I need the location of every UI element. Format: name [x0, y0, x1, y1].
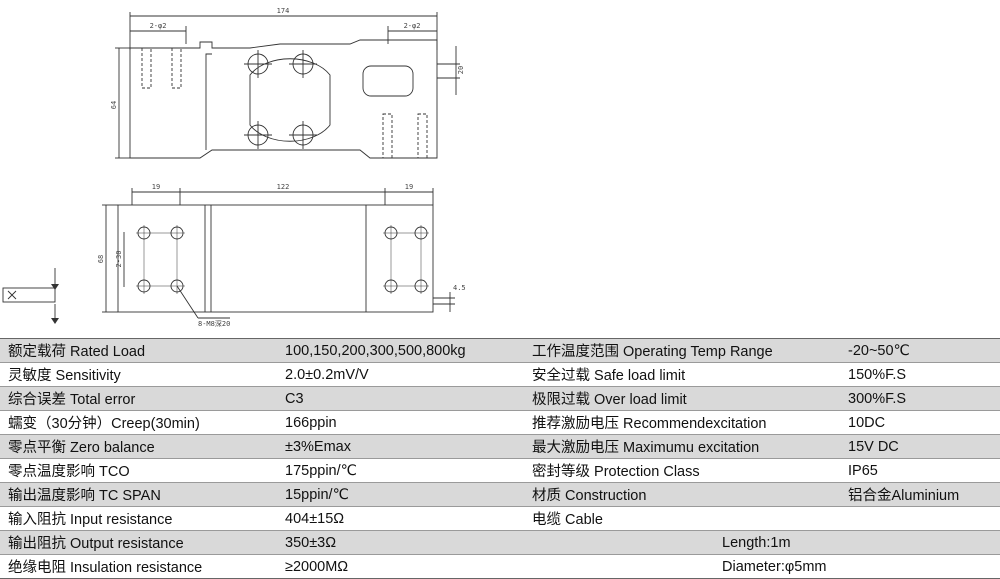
spec-label-left: 输入阻抗 Input resistance — [0, 506, 277, 531]
dim-cable-offset: 20 — [457, 66, 465, 74]
spec-label-right: 工作温度范围 Operating Temp Range — [524, 338, 840, 363]
spec-value-left: C3 — [277, 386, 524, 411]
spec-value-right: 15V DC — [840, 434, 1000, 459]
dim-left-width: 19 — [152, 183, 160, 191]
spec-label-left: 额定载荷 Rated Load — [0, 338, 277, 363]
dim-right-width: 19 — [405, 183, 413, 191]
spec-value-right: Length:1m — [524, 530, 1000, 555]
dim-hole-pitch-right: 2-φ2 — [404, 22, 421, 30]
spec-label-left: 零点平衡 Zero balance — [0, 434, 277, 459]
spec-value-left: 15ppin/℃ — [277, 482, 524, 507]
dim-hole-spacing: 2-30 — [115, 251, 123, 268]
spec-value-left: 404±15Ω — [277, 506, 524, 531]
dim-hole-pitch-left: 2-φ2 — [150, 22, 167, 30]
spec-value-right: 150%F.S — [840, 362, 1000, 387]
spec-label-left: 输出阻抗 Output resistance — [0, 530, 277, 555]
dim-height: 64 — [110, 101, 118, 109]
dim-thread-callout: 8-M8深20 — [198, 319, 230, 328]
dim-cable-dia: 4.5 — [453, 284, 466, 292]
spec-value-right — [840, 506, 1000, 531]
spec-value-left: ±3%Emax — [277, 434, 524, 459]
spec-value-right: 300%F.S — [840, 386, 1000, 411]
spec-label-right: 材质 Construction — [524, 482, 840, 507]
spec-value-right: 10DC — [840, 410, 1000, 435]
spec-value-right: -20~50℃ — [840, 338, 1000, 363]
spec-value-right: IP65 — [840, 458, 1000, 483]
dim-overall-length: 174 — [277, 7, 290, 15]
spec-label-right: 推荐激励电压 Recommendexcitation — [524, 410, 840, 435]
spec-label-right: 安全过载 Safe load limit — [524, 362, 840, 387]
spec-value-right: Diameter:φ5mm — [524, 554, 1000, 579]
spec-label-left: 灵敏度 Sensitivity — [0, 362, 277, 387]
spec-label-right: 极限过载 Over load limit — [524, 386, 840, 411]
spec-value-left: 100,150,200,300,500,800kg — [277, 338, 524, 363]
load-cell-drawing: 174 2-φ2 2-φ2 64 20 19 122 19 68 2-30 4.… — [2, 7, 466, 328]
cross-section-icon — [2, 268, 56, 323]
spec-value-left: 175ppin/℃ — [277, 458, 524, 483]
dim-overall-width: 68 — [97, 255, 105, 263]
top-view — [102, 188, 455, 319]
spec-label-left: 蠕变（30分钟）Creep(30min) — [0, 410, 277, 435]
spec-value-right: 铝合金Aluminium — [840, 482, 1000, 507]
spec-label-left: 输出温度影响 TC SPAN — [0, 482, 277, 507]
spec-value-left: ≥2000MΩ — [277, 554, 524, 579]
spec-label-left: 零点温度影响 TCO — [0, 458, 277, 483]
spec-value-left: 166ppin — [277, 410, 524, 435]
spec-label-right: 最大激励电压 Maximumu excitation — [524, 434, 840, 459]
spec-label-left: 综合误差 Total error — [0, 386, 277, 411]
side-view — [115, 12, 460, 159]
spec-label-right: 密封等级 Protection Class — [524, 458, 840, 483]
spec-value-left: 2.0±0.2mV/V — [277, 362, 524, 387]
spec-label-left: 绝缘电阻 Insulation resistance — [0, 554, 277, 579]
spec-value-left: 350±3Ω — [277, 530, 524, 555]
mount-holes — [137, 226, 428, 293]
dim-middle-length: 122 — [277, 183, 290, 191]
spec-label-right: 电缆 Cable — [524, 506, 840, 531]
bore-holes — [244, 50, 317, 149]
